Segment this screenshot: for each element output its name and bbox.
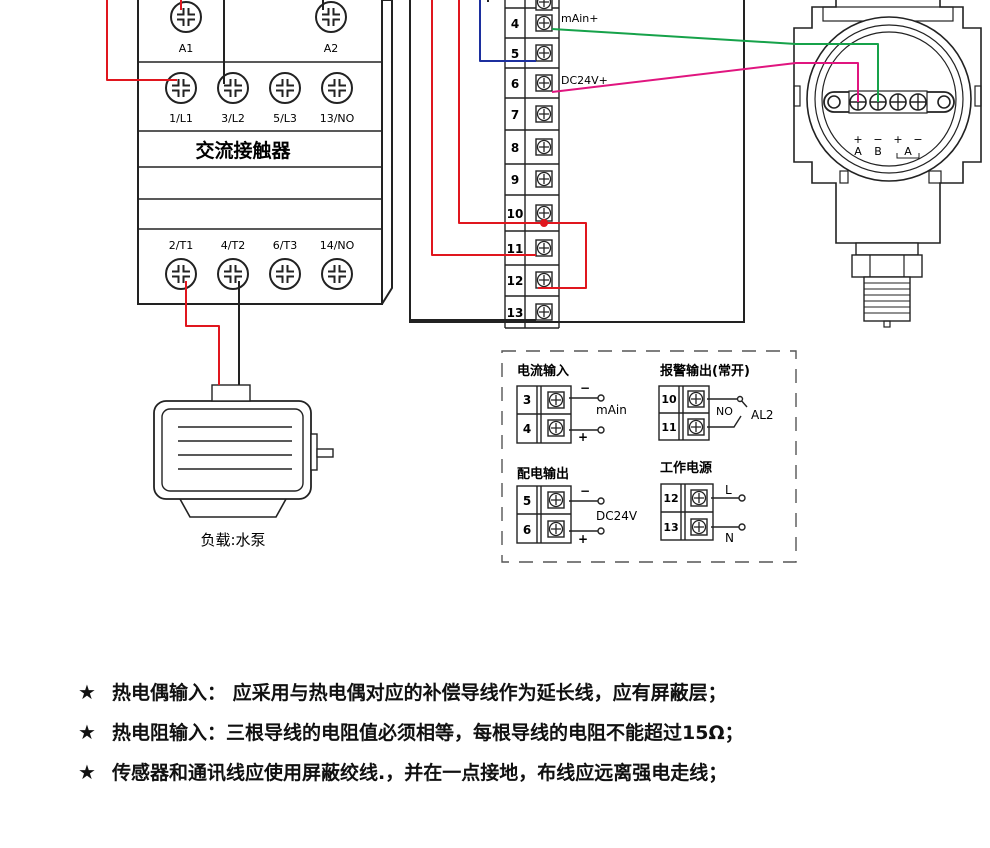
coil-terminal-a2: [316, 2, 346, 32]
wire-label-dc24v: DC24V+: [561, 74, 608, 87]
meter-terminal-number: 4: [511, 17, 519, 31]
terminal-screw-icon: [547, 419, 565, 437]
note-text: 热电偶输入： 应采用与热电偶对应的补偿导线作为延长线，应有屏蔽层；: [112, 682, 727, 704]
legend-terminal-number: 6: [523, 523, 531, 537]
star-icon: ★: [78, 680, 96, 704]
terminal-label: 13/NO: [320, 112, 355, 125]
pump-label: 负载:水泵: [200, 531, 265, 549]
notes-section: ★ 热电偶输入： 应采用与热电偶对应的补偿导线作为延长线，应有屏蔽层； ★ 热电阻输…: [78, 672, 958, 792]
terminal-screw-icon: [547, 491, 565, 509]
terminal-screw-icon: [218, 73, 248, 103]
contactor: A1 A2 1/L1 3/L2 5/L3 13/NO 交流接触器 2/T1 4/…: [137, 0, 393, 305]
terminal-screw-icon: [322, 73, 352, 103]
legend-signal-mAin: mAin: [596, 403, 627, 417]
legend-terminal-number: 10: [661, 393, 677, 406]
transmitter-sign: −: [913, 133, 922, 146]
terminal-label: 4/T2: [221, 239, 245, 252]
terminal-label: 14/NO: [320, 239, 355, 252]
star-icon: ★: [78, 760, 96, 784]
terminal-screw-icon: [535, 138, 553, 156]
terminal-screw-icon: [535, 105, 553, 123]
terminal-label: 5/L3: [273, 112, 297, 125]
legend-title-alarm-output: 报警输出(常开): [660, 363, 750, 379]
terminal-screw-icon: [535, 239, 553, 257]
note-item: ★ 热电阻输入：三根导线的电阻值必须相等，每根导线的电阻不能超过15Ω；: [78, 712, 958, 752]
meter-terminal-number: 13: [507, 306, 524, 320]
legend-title-power-output: 配电输出: [517, 466, 569, 482]
legend-terminal-number: 4: [523, 422, 531, 436]
transmitter-sign: +: [893, 133, 902, 146]
terminal-screw-icon: [218, 259, 248, 289]
terminal-screw-icon: [322, 259, 352, 289]
terminal-screw-icon: [687, 390, 705, 408]
legend-terminal-number: 13: [663, 521, 678, 534]
legend-no-label: NO: [716, 405, 733, 418]
terminal-screw-icon: [535, 204, 553, 222]
terminal-label: 2/T1: [169, 239, 193, 252]
terminal-screw-icon: [547, 391, 565, 409]
wiring-diagram: A1 A2 1/L1 3/L2 5/L3 13/NO 交流接触器 2/T1 4/…: [106, 0, 982, 563]
terminal-screw-icon: [690, 518, 708, 536]
meter-terminal-number: 10: [507, 207, 524, 221]
legend-line-label: L: [725, 483, 732, 497]
terminal-screw-icon: [535, 303, 553, 321]
meter-terminal-number: 7: [511, 108, 519, 122]
terminal-label: 1/L1: [169, 112, 193, 125]
note-item: ★ 热电偶输入： 应采用与热电偶对应的补偿导线作为延长线，应有屏蔽层；: [78, 672, 958, 712]
coil-label-a1: A1: [179, 42, 194, 55]
terminal-screw-icon: [547, 520, 565, 538]
water-pump-motor: 负载:水泵: [153, 384, 334, 549]
terminal-screw-icon: [166, 259, 196, 289]
transmitter-sign: −: [873, 133, 882, 146]
terminal-screw-icon: [535, 44, 553, 62]
legend-sign: −: [580, 381, 590, 395]
pressure-transmitter: + − + − A B A: [793, 0, 982, 328]
note-item: ★ 传感器和通讯线应使用屏蔽绞线.，并在一点接地，布线应远离强电走线；: [78, 752, 958, 792]
transmitter-sign: +: [853, 133, 862, 146]
meter-terminal-number: 6: [511, 77, 519, 91]
legend-signal-dc24v: DC24V: [596, 509, 638, 523]
legend-terminal-number: 12: [663, 492, 678, 505]
legend-neutral-label: N: [725, 531, 734, 545]
meter-terminal-number: 8: [511, 141, 519, 155]
terminal-legend: 电流输入 报警输出(常开) 配电输出 工作电源 3 4 − + mAin: [501, 350, 797, 563]
terminal-screw-icon: [535, 271, 553, 289]
terminal-screw-icon: [535, 14, 553, 32]
legend-title-current-input: 电流输入: [517, 363, 569, 379]
terminal-label: 6/T3: [273, 239, 297, 252]
star-icon: ★: [78, 720, 96, 744]
terminal-screw-icon: [535, 74, 553, 92]
legend-sign: +: [578, 430, 588, 444]
coil-label-a2: A2: [324, 42, 339, 55]
terminal-screw-icon: [270, 259, 300, 289]
transmitter-label: A: [904, 145, 912, 158]
legend-al2-label: AL2: [751, 408, 774, 422]
meter-terminal-number: 5: [511, 47, 519, 61]
contactor-title: 交流接触器: [195, 139, 291, 162]
note-text: 传感器和通讯线应使用屏蔽绞线.，并在一点接地，布线应远离强电走线；: [112, 762, 728, 784]
legend-terminal-number: 11: [661, 421, 676, 434]
legend-sign: +: [578, 532, 588, 546]
terminal-screw-icon: [690, 489, 708, 507]
transmitter-label: B: [874, 145, 882, 158]
meter-terminal-number: 12: [507, 274, 524, 288]
terminal-screw-icon: [687, 418, 705, 436]
terminal-screw-icon: [166, 73, 196, 103]
meter-terminal-number: 11: [507, 242, 524, 256]
terminal-screw-icon: [535, 170, 553, 188]
legend-terminal-number: 3: [523, 393, 531, 407]
wires: [106, 0, 879, 385]
terminal-screw-icon: [270, 73, 300, 103]
note-text: 热电阻输入：三根导线的电阻值必须相等，每根导线的电阻不能超过15Ω；: [112, 722, 744, 744]
legend-sign: −: [580, 484, 590, 498]
coil-terminal-a1: [171, 2, 201, 32]
terminal-label: 3/L2: [221, 112, 245, 125]
legend-terminal-number: 5: [523, 494, 531, 508]
wire-label-mAin: mAin+: [561, 12, 599, 25]
meter-terminal-number: 9: [511, 173, 519, 187]
transmitter-label: A: [854, 145, 862, 158]
legend-title-power-supply: 工作电源: [660, 460, 712, 476]
meter-terminal-block: 4 5 6 7 8 9 10 11 12 13 mAin+ DC24V+: [409, 0, 745, 329]
terminal-screw-icon: [535, 0, 553, 11]
